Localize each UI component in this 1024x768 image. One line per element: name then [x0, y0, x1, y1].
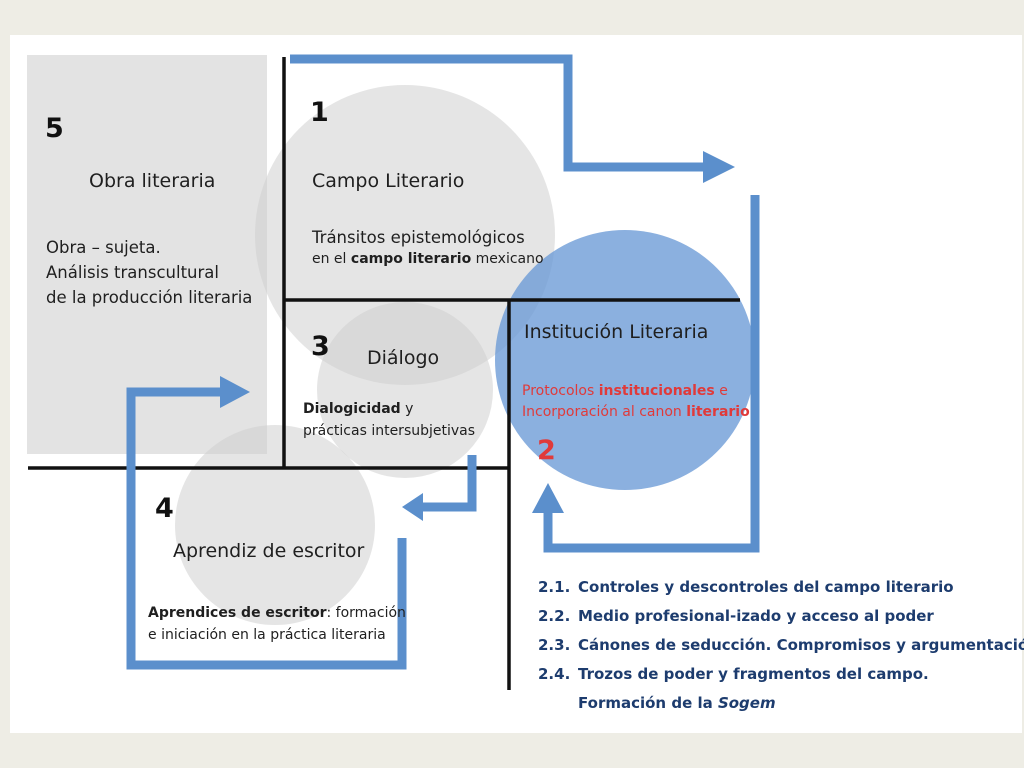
diagram-graphic [27, 54, 760, 690]
box1-number: 1 [310, 97, 329, 128]
box1-line2-bold: campo literario [350, 251, 472, 267]
list-item-text: Cánones de seducción. Compromisos y argu… [578, 636, 1024, 654]
box2-line1: Protocolos institucionales e [522, 381, 728, 402]
arrow-4-to-5 [126, 387, 407, 670]
box3-line1: Dialogicidad y [303, 399, 413, 420]
box2-line2-pre: Incorporación al canon [522, 404, 687, 420]
box3-line1-bold: Dialogicidad [303, 401, 401, 417]
list-item: 2.2. Medio profesional-izado y acceso al … [538, 602, 1024, 631]
list-item-index: 2.2. [538, 607, 571, 625]
circle-dialogo [317, 302, 493, 478]
list-item-text: Medio profesional-izado y acceso al pode… [578, 607, 934, 625]
subtopics-list: 2.1. Controles y descontroles del campo l… [538, 573, 1024, 718]
box5-line2: Análisis transcultural [46, 263, 219, 282]
arrow-2-loop [543, 195, 760, 553]
arrow-3-to-4 [420, 455, 477, 512]
arrowhead-up [532, 483, 564, 513]
list-item: 2.1. Controles y descontroles del campo l… [538, 573, 1024, 602]
arrowhead-right-mid [220, 376, 250, 408]
box2-number: 2 [537, 435, 556, 466]
list-item-index: 2.3. [538, 636, 571, 654]
arrow-1-to-2 [290, 54, 705, 172]
box1-title: Campo Literario [312, 170, 465, 192]
box5-line1: Obra – sujeta. [46, 238, 161, 257]
list-item: 2.4. Trozos de poder y fragmentos del cam… [538, 660, 1024, 689]
list-item-continuation: Formación de la Sogem [538, 689, 1024, 718]
box2-line1-pre: Protocolos [522, 383, 599, 399]
box3-line2: prácticas intersubjetivas [303, 423, 476, 439]
flow-arrows [126, 54, 760, 670]
arrowhead-left [402, 493, 423, 521]
list-item-text: Trozos de poder y fragmentos del campo. [578, 665, 929, 683]
box1-line2-post: mexicano [471, 251, 544, 267]
box2-line1-post: e [714, 383, 728, 399]
box2-title: Institución Literaria [524, 321, 709, 343]
slide-canvas: 5 Obra literaria Obra – sujeta. Análisis… [10, 35, 1024, 733]
circle-campo [255, 85, 555, 385]
box2-line2: Incorporación al canon literario [522, 402, 750, 423]
box3-number: 3 [311, 331, 330, 362]
divider-lines [28, 57, 740, 690]
box2-line2-bold: literario [686, 404, 750, 420]
box4-number: 4 [155, 493, 174, 524]
box1-line2-pre: en el [312, 251, 351, 267]
box4-line1-post: : formación [326, 605, 406, 621]
list-last-pre: Formación de la [578, 694, 718, 712]
box4-title: Aprendiz de escritor [173, 540, 365, 562]
arrowhead-right-top [703, 151, 735, 183]
circle-institucion [495, 230, 755, 490]
box4-line2: e iniciación en la práctica literaria [148, 627, 386, 643]
box5-line3: de la producción literaria [46, 288, 253, 307]
list-item-index: 2.1. [538, 578, 571, 596]
box1-line2: en el campo literario mexicano [312, 249, 544, 270]
box5-number: 5 [45, 113, 64, 144]
box1-line1: Tránsitos epistemológicos [312, 228, 525, 247]
box3-line1-post: y [400, 401, 414, 417]
box5-title: Obra literaria [89, 170, 216, 192]
box4-line1: Aprendices de escritor: formación [148, 603, 406, 624]
box5-description: Obra – sujeta. Análisis transcultural de… [46, 235, 252, 310]
arrow-heads [220, 151, 735, 521]
box2-line1-bold: institucionales [598, 383, 715, 399]
list-item-text: Controles y descontroles del campo liter… [578, 578, 954, 596]
box3-title: Diálogo [367, 347, 440, 369]
list-last-italic: Sogem [717, 694, 776, 712]
list-item: 2.3. Cánones de seducción. Compromisos y … [538, 631, 1024, 660]
box4-line1-bold: Aprendices de escritor [148, 605, 327, 621]
list-item-index: 2.4. [538, 665, 571, 683]
circle-aprendiz [175, 425, 375, 625]
